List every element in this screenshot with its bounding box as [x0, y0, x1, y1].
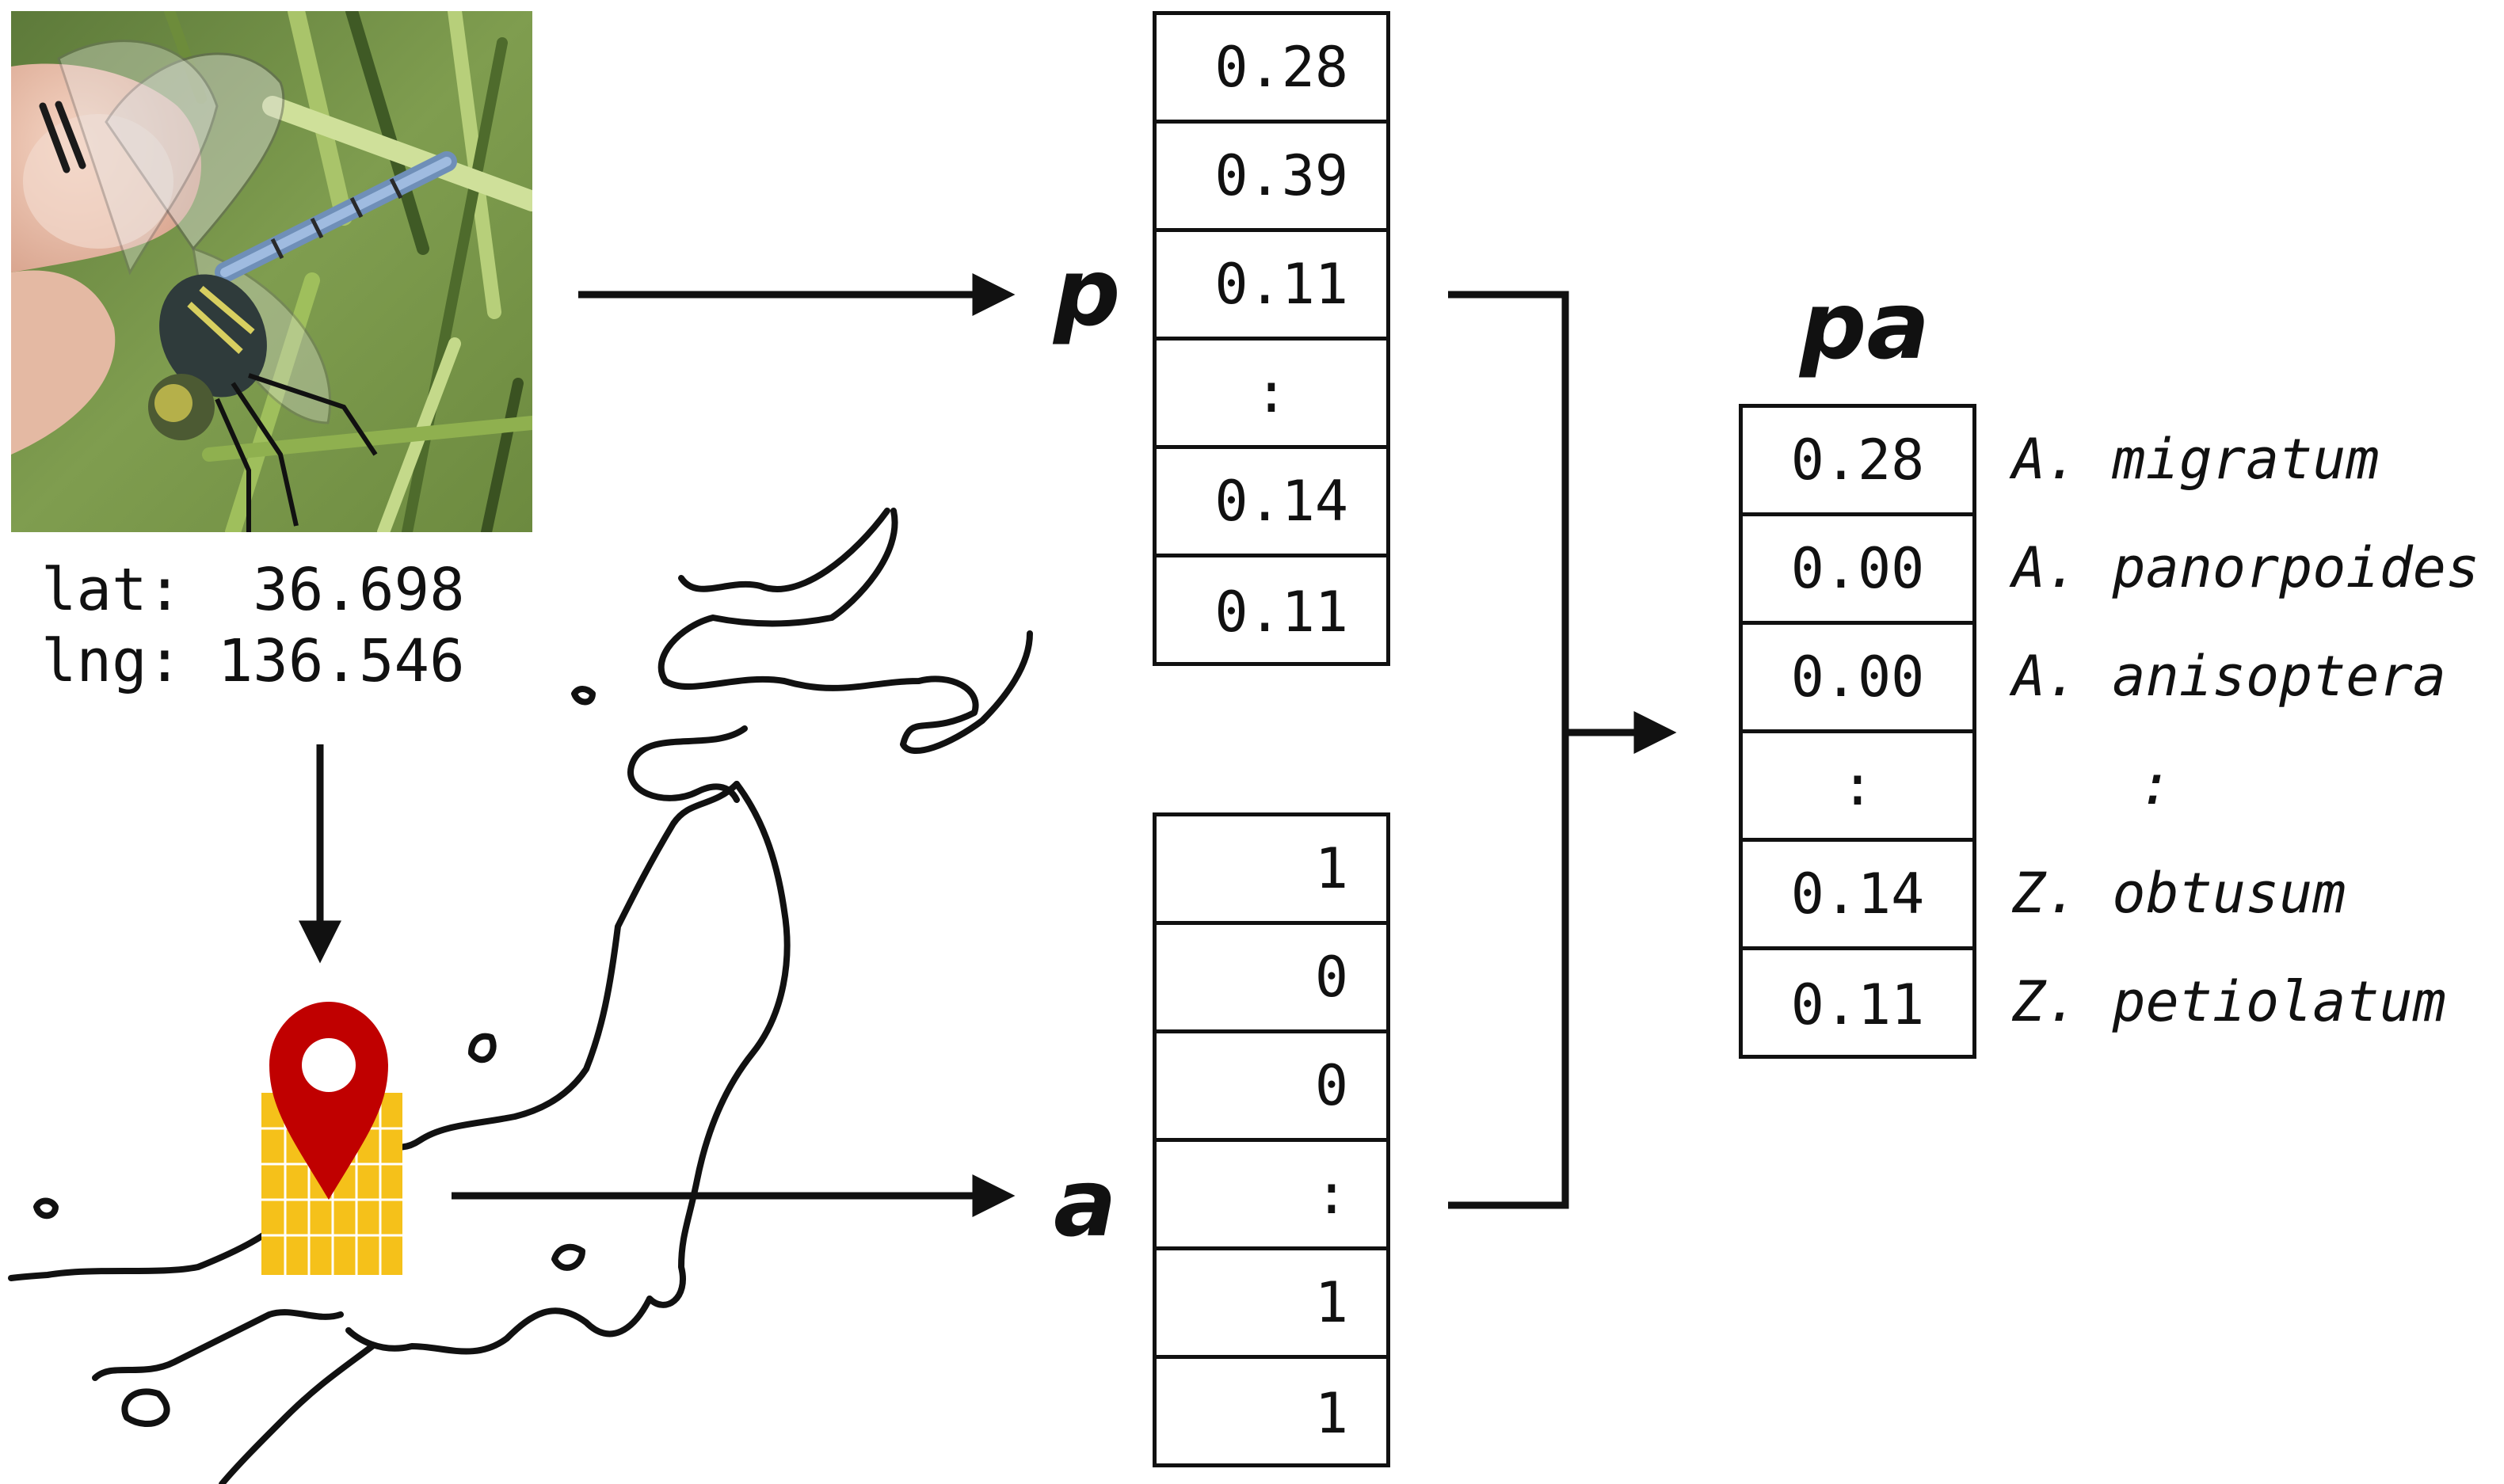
pa-cell: 0.00 [1743, 625, 1972, 733]
p-cell: 0.11 [1157, 232, 1386, 341]
pa-cell: 0.11 [1790, 972, 1925, 1037]
a-cell: 1 [1157, 816, 1386, 925]
map-pin-icon [269, 1002, 388, 1200]
a-label: a [1054, 1148, 1117, 1258]
species-label: A. anisoptera [2012, 644, 2446, 709]
a-cell: : [1157, 1142, 1386, 1250]
dragonfly-photo [11, 11, 532, 532]
p-cell: 0.28 [1157, 15, 1386, 124]
pa-label: pa [1800, 271, 1930, 380]
species-label: Z. petiolatum [2012, 969, 2446, 1034]
species-label: Z. obtusum [2012, 861, 2346, 926]
japan-coastline-map [8, 508, 1033, 1484]
species-label: A. panorpoides [2012, 535, 2480, 600]
pa-cell: 0.28 [1743, 408, 1972, 516]
pa-cell: 0.00 [1743, 516, 1972, 625]
p-cell: : [1157, 341, 1386, 449]
merge-bracket [1448, 291, 1569, 1209]
pa-vector: 0.28 0.00 0.00 : 0.14 0.11 [1739, 404, 1976, 1059]
a-cell: 0 [1157, 925, 1386, 1033]
p-cell: 0.14 [1157, 449, 1386, 557]
a-cell: 1 [1314, 1380, 1348, 1446]
a-cell: 1 [1157, 1250, 1386, 1359]
species-label: : [2139, 752, 2173, 817]
a-vector: 1 0 0 : 1 1 [1153, 812, 1390, 1467]
pa-cell: 0.14 [1743, 842, 1972, 950]
p-label: p [1054, 238, 1121, 347]
species-label: A. migratum [2012, 427, 2380, 492]
latitude-label: lat: 36.698 [41, 556, 465, 624]
p-cell: 0.11 [1214, 579, 1348, 645]
p-vector: 0.28 0.39 0.11 : 0.14 0.11 [1153, 11, 1390, 666]
pa-cell: : [1743, 733, 1972, 842]
longitude-label: lng: 136.546 [41, 627, 465, 695]
a-cell: 0 [1157, 1033, 1386, 1142]
p-cell: 0.39 [1157, 124, 1386, 232]
